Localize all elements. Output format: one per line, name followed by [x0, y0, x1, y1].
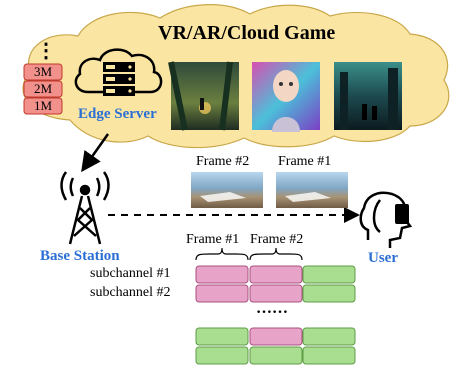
grid-frame1-label: Frame #1	[186, 232, 240, 247]
resource-cell-r2-c3	[302, 284, 356, 303]
resource-grid-top	[195, 265, 356, 303]
user-label: User	[368, 250, 398, 266]
frame1-thumbnail	[276, 172, 348, 208]
game-image-city	[334, 62, 402, 130]
resource-grid-bottom	[195, 327, 356, 365]
base-station-label: Base Station	[40, 248, 120, 264]
subchannel1-label: subchannel #1	[90, 266, 171, 281]
edge-server-label: Edge Server	[78, 106, 157, 122]
subchannel2-label: subchannel #2	[90, 285, 171, 300]
bitrate-ellipsis: ⋮	[36, 40, 56, 62]
bitrate-stack	[23, 63, 63, 115]
bitrate-label-2m: 2M	[33, 81, 53, 96]
frame1-label: Frame #1	[278, 154, 332, 169]
game-image-cyborg	[252, 62, 320, 132]
resource-cell-lower-r1-c3	[302, 327, 356, 346]
user-icon	[359, 191, 413, 248]
downlink-arrow	[81, 133, 110, 173]
resource-cell-lower-r1-c2	[249, 327, 303, 346]
resource-cell-r1-c1	[195, 265, 249, 284]
resource-cell-r2-c1	[195, 284, 249, 303]
frame2-label: Frame #2	[196, 154, 250, 169]
brace-frame1	[195, 247, 249, 261]
resource-cell-lower-r2-c1	[195, 346, 249, 365]
resource-cell-lower-r1-c1	[195, 327, 249, 346]
bitrate-label-1m: 1M	[33, 98, 53, 113]
bitrate-label-3m: 3M	[33, 64, 53, 79]
base-station-icon	[60, 171, 110, 245]
resource-cell-r1-c2	[249, 265, 303, 284]
grid-frame2-label: Frame #2	[250, 232, 304, 247]
frame2-thumbnail	[191, 172, 263, 208]
brace-frame2	[249, 247, 303, 261]
resource-cell-lower-r2-c3	[302, 346, 356, 365]
resource-cell-r2-c2	[249, 284, 303, 303]
edge-server-icon	[74, 48, 163, 96]
resource-cell-lower-r2-c2	[249, 346, 303, 365]
grid-ellipsis: ……	[256, 300, 288, 317]
resource-cell-r1-c3	[302, 265, 356, 284]
game-image-forest	[168, 61, 239, 131]
cloud-title: VR/AR/Cloud Game	[158, 22, 336, 44]
